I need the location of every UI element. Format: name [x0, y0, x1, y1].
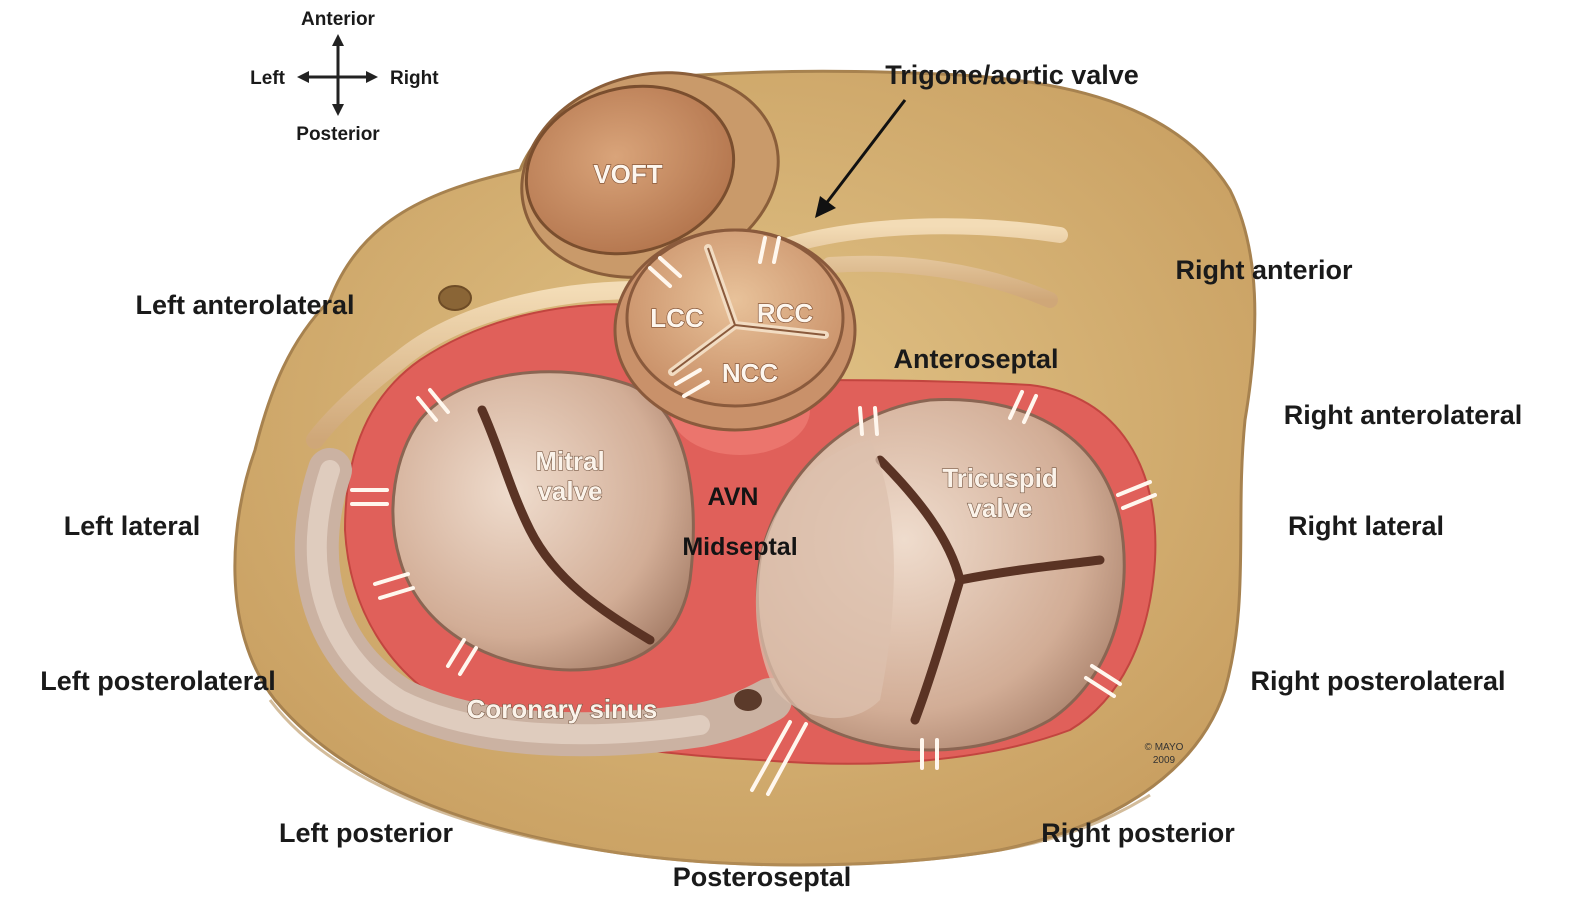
coronary-sinus-ostium — [734, 689, 762, 711]
left-posterolateral-label: Left posterolateral — [40, 666, 276, 696]
posteroseptal-label: Posteroseptal — [673, 862, 852, 892]
tricuspid-label-line2: valve — [967, 493, 1032, 523]
copyright-line1: © MAYO — [1145, 742, 1184, 753]
anteroseptal-label: Anteroseptal — [893, 344, 1058, 374]
arrow-down-icon — [332, 104, 344, 116]
avn-label: AVN — [708, 483, 759, 511]
right-lateral-label: Right lateral — [1288, 511, 1444, 541]
arrow-left-icon — [297, 71, 309, 83]
compass-left: Left — [250, 68, 286, 89]
right-posterolateral-label: Right posterolateral — [1250, 666, 1505, 696]
tricuspid-label-line1: Tricuspid — [942, 463, 1058, 493]
left-lateral-label: Left lateral — [64, 511, 201, 541]
arrow-up-icon — [332, 34, 344, 46]
left-anterolateral-label: Left anterolateral — [135, 290, 354, 320]
rcc-label: RCC — [757, 298, 814, 328]
compass-posterior: Posterior — [296, 124, 380, 145]
arrow-right-icon — [366, 71, 378, 83]
lcc-label: LCC — [650, 303, 704, 333]
voft-label: VOFT — [593, 159, 662, 189]
right-anterior-label: Right anterior — [1175, 255, 1352, 285]
trigone-label: Trigone/aortic valve — [885, 60, 1139, 90]
right-anterolateral-label: Right anterolateral — [1284, 400, 1523, 430]
mitral-label-line2: valve — [537, 476, 602, 506]
ncc-label: NCC — [722, 358, 779, 388]
orientation-compass: Anterior Posterior Left Right — [250, 9, 439, 145]
compass-right: Right — [390, 68, 439, 89]
coronary-sinus-label: Coronary sinus — [467, 694, 658, 724]
compass-anterior: Anterior — [301, 9, 376, 30]
copyright-line2: 2009 — [1153, 755, 1176, 766]
vessel-ostium — [439, 286, 471, 310]
left-posterior-label: Left posterior — [279, 818, 454, 848]
right-posterior-label: Right posterior — [1041, 818, 1235, 848]
mitral-label-line1: Mitral — [535, 446, 604, 476]
midseptal-label: Midseptal — [682, 533, 797, 561]
